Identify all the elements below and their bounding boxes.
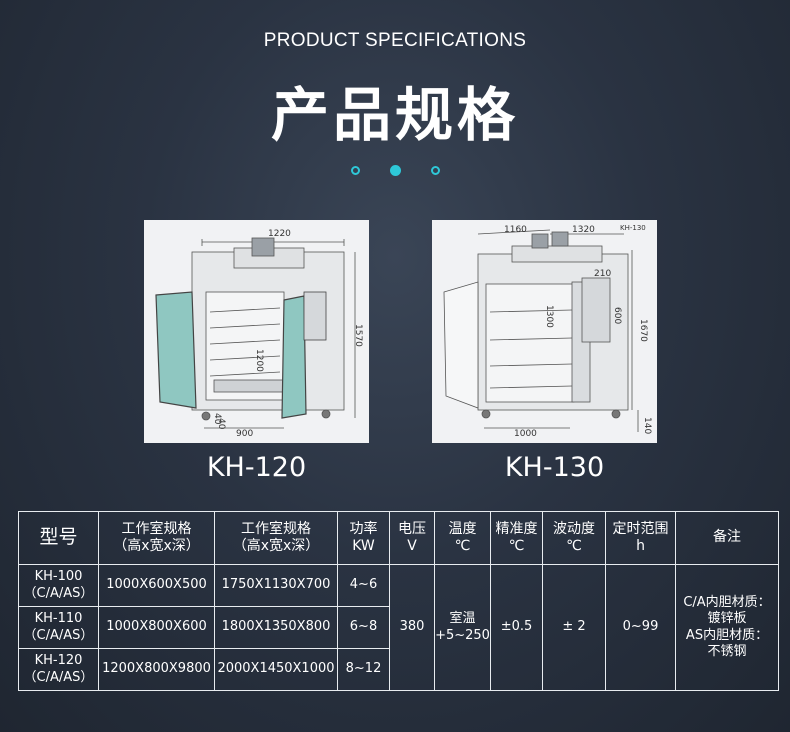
dimension-label: 1570 bbox=[353, 324, 363, 347]
header-accuracy: 精准度℃ bbox=[490, 511, 543, 565]
dimension-label: 140 bbox=[642, 417, 652, 434]
header-temperature: 温度℃ bbox=[434, 511, 491, 565]
cell-power: 6~8 bbox=[337, 606, 390, 649]
dimension-label: 1220 bbox=[268, 229, 291, 239]
cell-fluctuation: ± 2 bbox=[542, 564, 606, 691]
dot-indicator[interactable] bbox=[350, 166, 360, 175]
carousel-dots bbox=[0, 160, 790, 179]
table-row: KH-120（C/A/AS） 1200X800X9800 2000X1450X1… bbox=[18, 648, 779, 691]
dimension-label: 900 bbox=[236, 429, 253, 439]
table-row: KH-100（C/A/AS） 1000X600X500 1750X1130X70… bbox=[18, 564, 779, 691]
drawing-model-tag: KH-130 bbox=[620, 224, 646, 232]
product-drawing-kh120: 1220 1570 1200 900 40 40 bbox=[144, 220, 369, 443]
cell-inner-size: 1000X600X500 bbox=[98, 564, 215, 607]
cell-model: KH-120（C/A/AS） bbox=[18, 648, 99, 691]
page-subtitle: PRODUCT SPECIFICATIONS bbox=[263, 30, 527, 51]
dimension-label: 40 bbox=[212, 413, 222, 425]
header-outer-size: 工作室规格（高x宽x深） bbox=[214, 511, 338, 565]
product-model-label: KH-120 bbox=[206, 452, 307, 483]
product-model-label: KH-130 bbox=[504, 452, 605, 483]
dimension-label: 1200 bbox=[254, 349, 264, 372]
cell-voltage: 380 bbox=[389, 564, 435, 691]
header-fluctuation: 波动度℃ bbox=[542, 511, 606, 565]
cell-inner-size: 1200X800X9800 bbox=[98, 648, 215, 691]
cell-temperature: 室温+5~250 bbox=[434, 564, 491, 691]
dimension-label: 1300 bbox=[544, 305, 554, 328]
dimension-label: 1670 bbox=[638, 319, 648, 342]
cell-inner-size: 1000X800X600 bbox=[98, 606, 215, 649]
cell-outer-size: 1800X1350X800 bbox=[214, 606, 338, 649]
dimension-label: 600 bbox=[612, 307, 622, 324]
dot-indicator[interactable] bbox=[430, 166, 440, 175]
product-drawing-kh130: KH-130 1160 1320 210 600 1300 1670 1000 … bbox=[432, 220, 657, 443]
header-model: 型号 bbox=[18, 511, 99, 565]
dimension-label: 1320 bbox=[572, 225, 595, 235]
dimension-label: 1000 bbox=[514, 429, 537, 439]
cell-outer-size: 1750X1130X700 bbox=[214, 564, 338, 607]
page-title: 产品规格 bbox=[270, 81, 519, 149]
cell-power: 8~12 bbox=[337, 648, 390, 691]
header-remarks: 备注 bbox=[675, 511, 779, 565]
cell-model: KH-110（C/A/AS） bbox=[18, 606, 99, 649]
dimension-label: 210 bbox=[594, 269, 611, 279]
dimension-label: 40 bbox=[216, 418, 226, 430]
cell-timer: 0~99 bbox=[605, 564, 676, 691]
cell-outer-size: 2000X1450X1000 bbox=[214, 648, 338, 691]
cell-model: KH-100（C/A/AS） bbox=[18, 564, 99, 607]
dot-indicator-active[interactable] bbox=[389, 165, 401, 176]
cell-accuracy: ±0.5 bbox=[490, 564, 543, 691]
dimension-label: 1160 bbox=[504, 225, 527, 235]
cell-power: 4~6 bbox=[337, 564, 390, 607]
header-inner-size: 工作室规格（高x宽x深） bbox=[98, 511, 215, 565]
